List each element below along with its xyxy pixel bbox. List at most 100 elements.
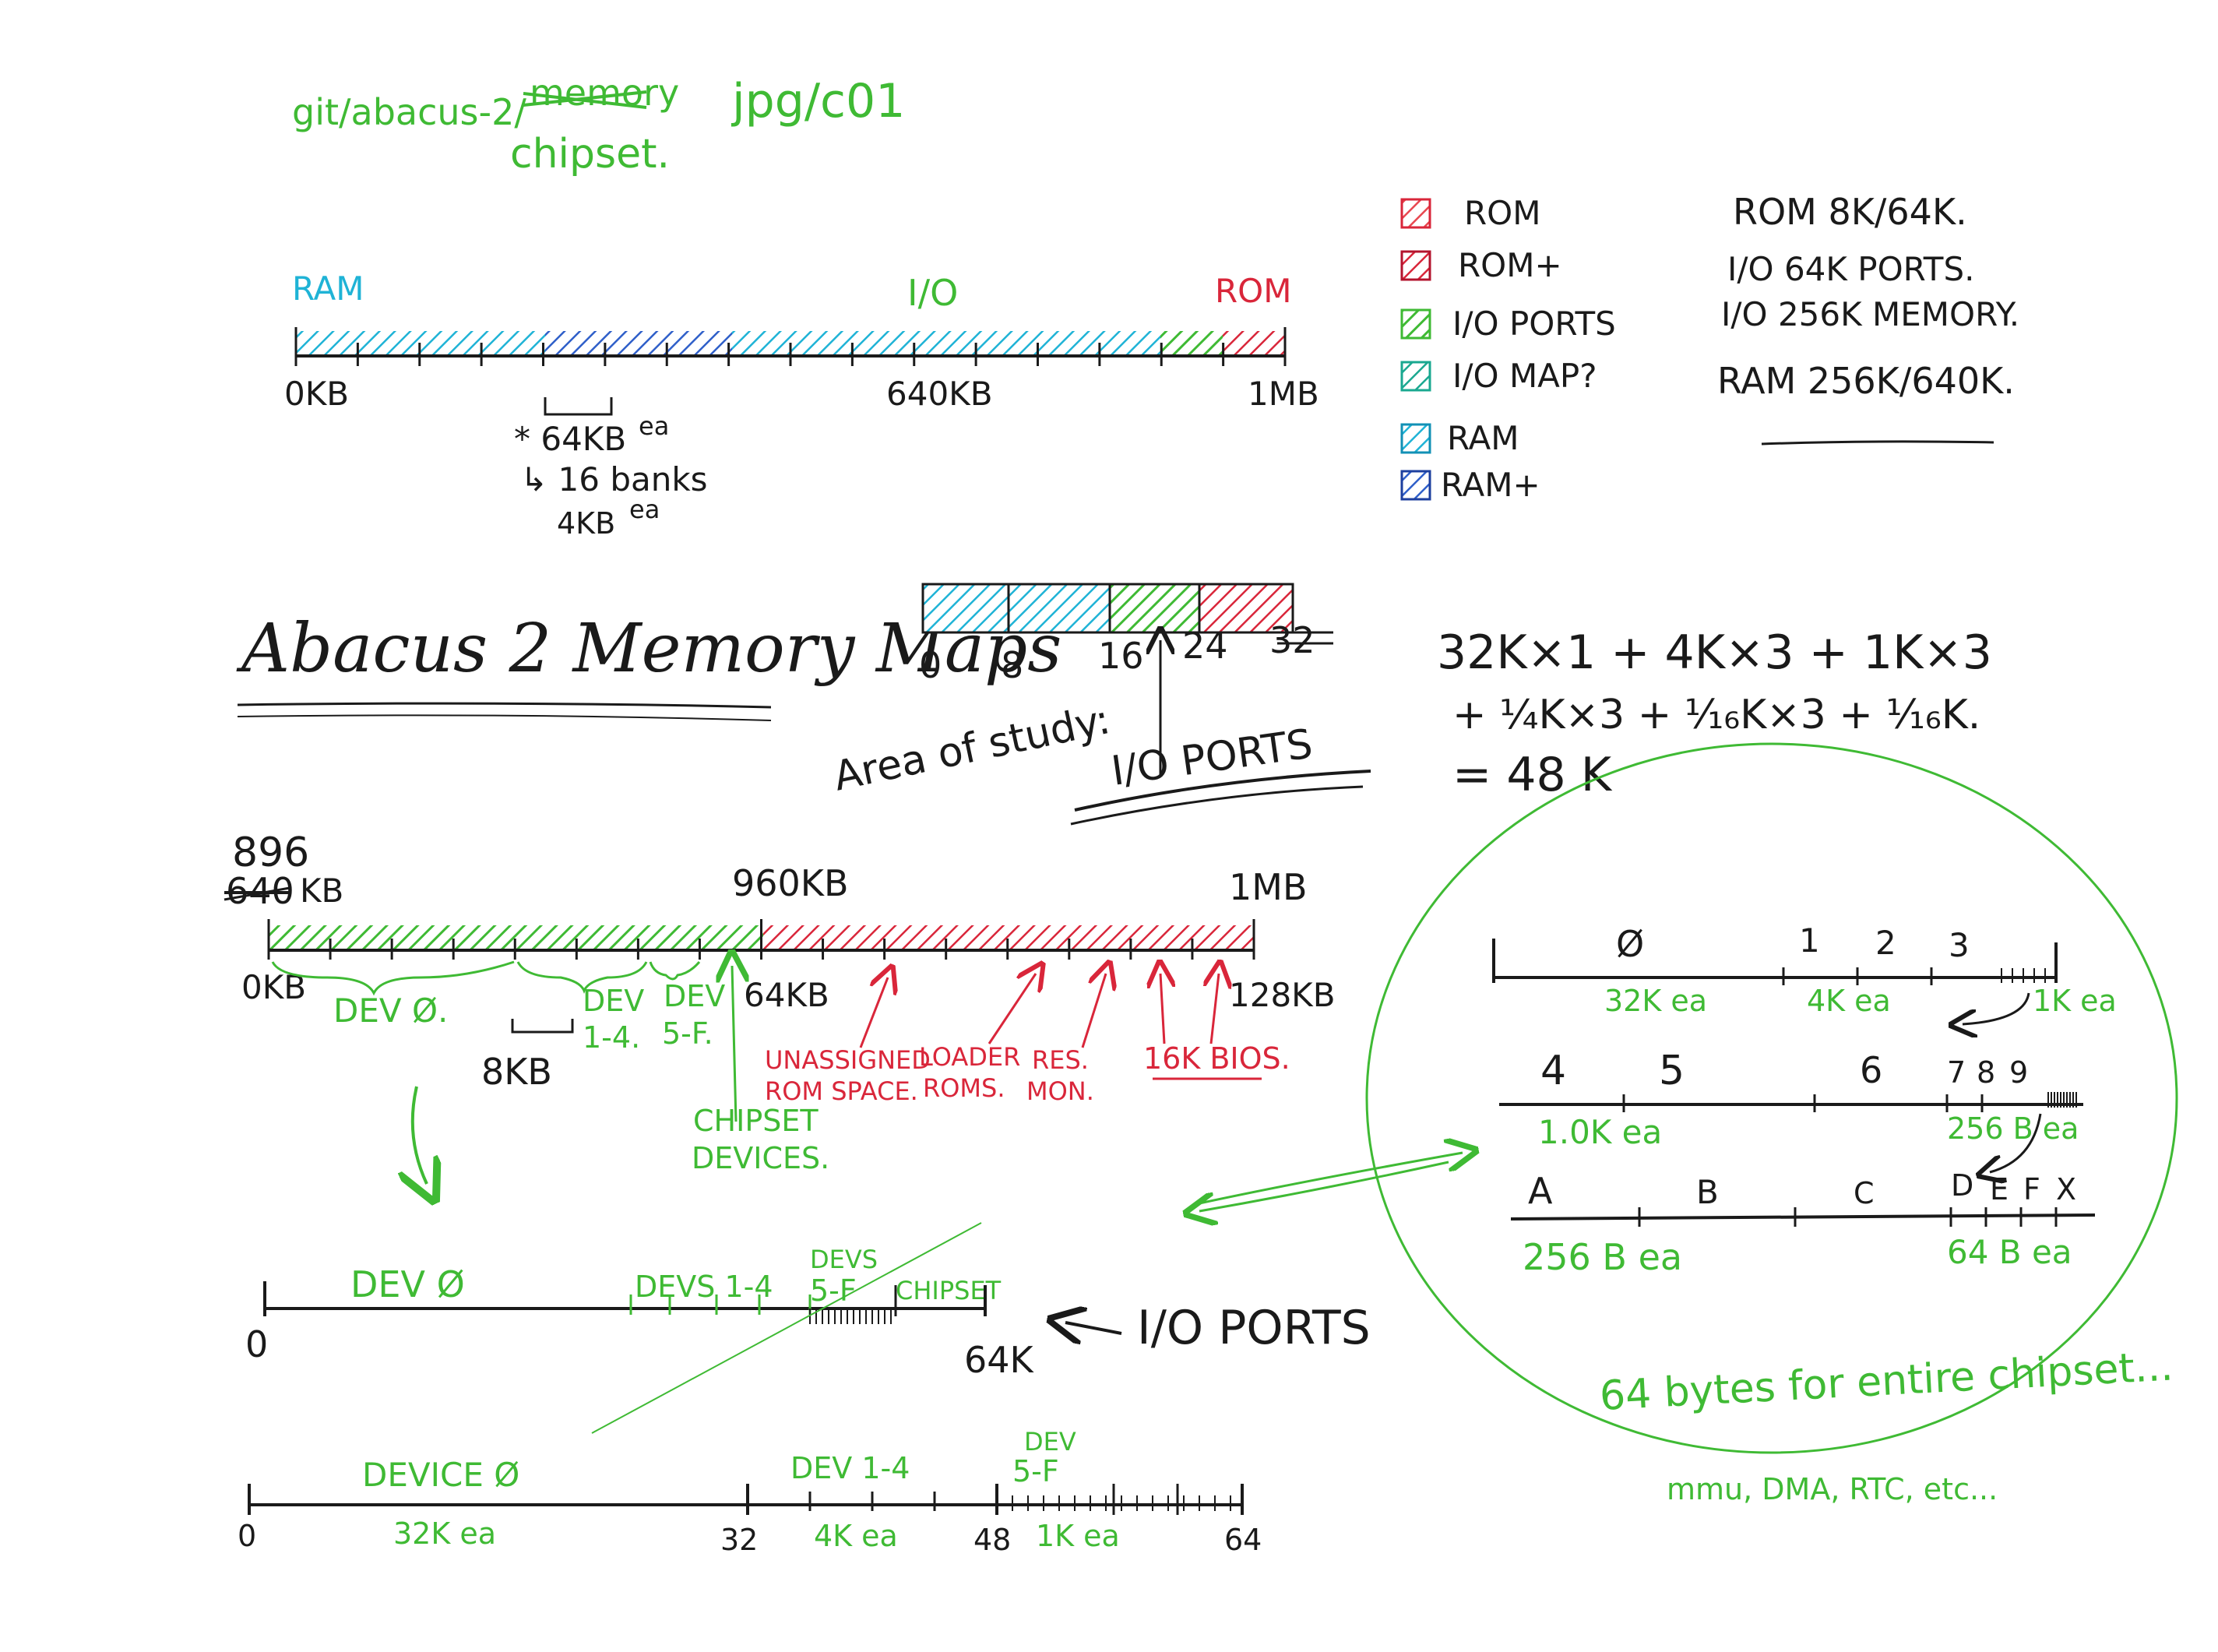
- legend-label-io-map: I/O MAP?: [1452, 357, 1597, 395]
- row3-label-a: A: [1528, 1170, 1553, 1212]
- circle-row3-ticks: [1638, 1207, 2058, 1227]
- map2-bios: 16K BIOS.: [1143, 1041, 1290, 1076]
- detail-ea1: 1K ea: [1036, 1519, 1120, 1553]
- bank-note-1: * 64KB: [514, 420, 626, 458]
- header-notes: git/abacus-2/ memory chipset. jpg/c01: [292, 72, 905, 178]
- size-io-ports: I/O 64K PORTS.: [1727, 250, 1974, 288]
- row1-label-3: 3: [1949, 926, 1970, 964]
- ports-devs5f-top: DEVS: [810, 1245, 878, 1274]
- legend-swatch-ram-plus: [1400, 470, 1431, 501]
- study-bar-outline: [921, 583, 1294, 634]
- map2-mid: 960KB: [732, 862, 849, 904]
- row1-label-2: 2: [1875, 924, 1896, 962]
- strike-line-2: [523, 92, 647, 109]
- map2-end: 1MB: [1229, 866, 1308, 908]
- study-seg-8-16: [1009, 584, 1110, 632]
- ports-ticks: [629, 1285, 897, 1324]
- row1-label-1: 1: [1799, 921, 1820, 960]
- row2-label-4: 4: [1540, 1048, 1566, 1094]
- legend-swatch-ram: [1400, 423, 1431, 454]
- double-arrow-right: [1199, 1153, 1463, 1205]
- map1-mid: 640KB: [886, 375, 993, 413]
- row3-label-e: E: [1990, 1172, 2009, 1206]
- detail-dev14: DEV 1-4: [790, 1451, 910, 1485]
- legend-swatch-io-ports: [1400, 308, 1431, 340]
- detail-t32: 32: [720, 1523, 758, 1557]
- row1-ea1: 32K ea: [1604, 984, 1707, 1018]
- double-arrow-left: [1199, 1161, 1449, 1211]
- map1-start: 0KB: [284, 375, 349, 413]
- map1-seg-ram-plus: [545, 331, 732, 356]
- detail-ticks: [248, 1484, 1244, 1515]
- bank-bracket: [544, 397, 613, 416]
- study-label-32-struck: 32: [1269, 619, 1315, 661]
- path-strike: memory: [530, 72, 679, 114]
- ports-dev0: DEV Ø: [350, 1263, 465, 1305]
- row3-ea1: 256 B ea: [1523, 1236, 1682, 1278]
- jpg-ref: jpg/c01: [731, 74, 905, 129]
- map2-devices: DEVICES.: [692, 1141, 829, 1175]
- row2-label-7: 7: [1947, 1055, 1966, 1090]
- map2-chipset: CHIPSET: [693, 1104, 819, 1138]
- map1-label-ram: RAM: [292, 269, 364, 308]
- detail-dev5f-top: DEV: [1024, 1427, 1076, 1457]
- map1-seg-io-map: [732, 331, 1160, 356]
- brace-dev5f: [649, 961, 701, 981]
- path-line1: git/abacus-2/: [292, 91, 526, 133]
- map1-ticks: [294, 327, 1287, 366]
- row2-ea2: 256 B ea: [1947, 1111, 2079, 1146]
- formula-line-3: = 48 K: [1452, 748, 1613, 802]
- row3-label-b: B: [1696, 1173, 1719, 1211]
- circle-note-2: mmu, DMA, RTC, etc...: [1667, 1472, 1998, 1506]
- legend: ROM ROM+ I/O PORTS I/O MAP? RAM RAM+: [1400, 194, 1616, 504]
- area-of-study: Area of study:: [829, 696, 1114, 801]
- ports-label: I/O PORTS: [1137, 1301, 1371, 1355]
- detail-ea32: 32K ea: [393, 1516, 496, 1551]
- legend-label-io-ports: I/O PORTS: [1452, 305, 1616, 343]
- map2-below-mid: 64KB: [744, 976, 829, 1014]
- row3-label-d: D: [1951, 1168, 1973, 1203]
- circle-row3-axis: [1510, 1213, 2096, 1221]
- row2-ea1: 1.0K ea: [1538, 1113, 1662, 1151]
- row3-label-x: X: [2056, 1172, 2076, 1206]
- row1-arrow: [1963, 992, 2030, 1024]
- ports-start: 0: [245, 1323, 268, 1365]
- study-seg-24-32: [1199, 584, 1293, 632]
- legend-label-ram-plus: RAM+: [1441, 466, 1540, 504]
- brace-dev0: [271, 960, 515, 996]
- circle-row1-ticks: [1782, 967, 2046, 985]
- unassigned-arrow: [859, 977, 888, 1048]
- row1-label-0: Ø: [1616, 923, 1644, 965]
- map2-loader-1: LOADER: [919, 1042, 1020, 1072]
- ports-devs14: DEVS 1-4: [635, 1270, 773, 1304]
- memory-map-1mb: RAM I/O ROM 0KB 640KB 1MB * 64KB ea ↳ 16…: [284, 269, 1319, 541]
- detail-ea4: 4K ea: [814, 1519, 898, 1553]
- device-detail-map: DEVICE Ø DEV 1-4 DEV 5-F 0 32K ea 32 4K …: [238, 1427, 1262, 1557]
- bank-note-3-sup: ea: [629, 495, 660, 524]
- chipset-arrow: [732, 966, 736, 1122]
- map2-eight-kb: 8KB: [481, 1051, 552, 1093]
- map2-res-1: RES.: [1032, 1045, 1089, 1075]
- row3-label-c: C: [1854, 1176, 1875, 1210]
- detail-t48: 48: [973, 1523, 1011, 1557]
- map2-strike-2: [224, 886, 290, 901]
- study-label-8: 8: [1001, 644, 1023, 686]
- bios-arrow-2: [1211, 974, 1219, 1044]
- formula-line-2: + ¼K×3 + ¹⁄₁₆K×3 + ¹⁄₁₆K.: [1452, 692, 1980, 738]
- map2-start-kb: KB: [300, 872, 343, 910]
- circle-row2-ticks: [1622, 1092, 2077, 1112]
- map2-dev5f-top: DEV: [664, 979, 725, 1013]
- map2-ticks: [267, 919, 1255, 960]
- zoom-circle-outline: [1365, 742, 2178, 1454]
- study-label-24: 24: [1182, 625, 1228, 667]
- eight-kb-bracket: [511, 1019, 574, 1034]
- legend-label-ram: RAM: [1447, 419, 1519, 457]
- size-underline: [1761, 440, 1994, 446]
- map1-end: 1MB: [1248, 375, 1319, 413]
- bank-note-3: 4KB: [557, 506, 615, 541]
- legend-label-rom: ROM: [1464, 194, 1540, 232]
- detail-device0: DEVICE Ø: [362, 1456, 519, 1494]
- brace-dev14: [516, 961, 648, 994]
- detail-t64: 64: [1224, 1523, 1262, 1557]
